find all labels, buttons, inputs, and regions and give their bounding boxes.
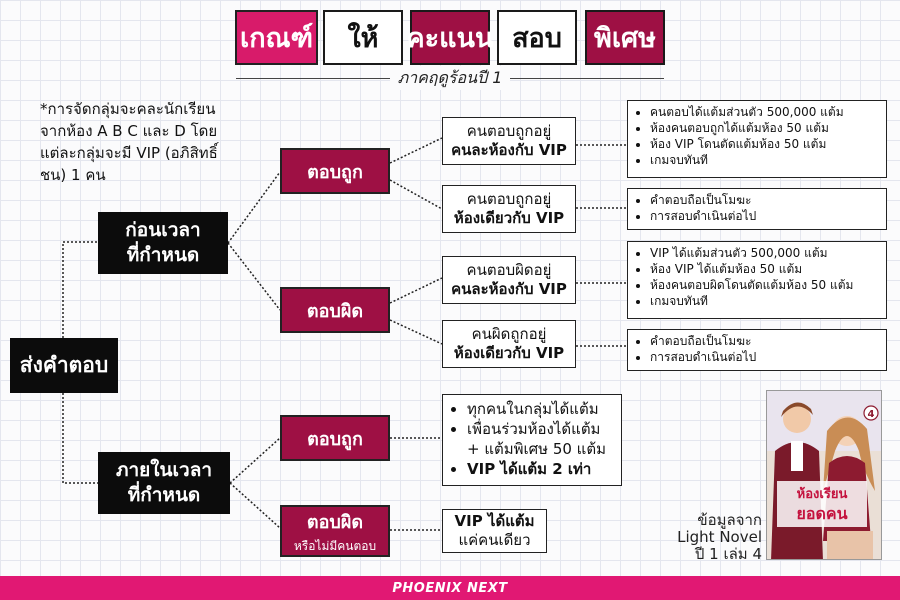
before-wrong-same-room-details: คำตอบถือเป็นโมฆะ การสอบดำเนินต่อไป: [627, 329, 887, 371]
cover-volume-badge: 4: [868, 409, 875, 420]
connector-root-within: [62, 393, 98, 484]
cover-title-line2: ยอดคน: [796, 504, 847, 523]
before-wrong-label: ตอบผิด: [306, 300, 364, 322]
case-line2: คนละห้องกับ VIP: [451, 141, 567, 159]
detail-item: การสอบดำเนินต่อไป: [650, 349, 880, 365]
title-word-3: คะแนน: [407, 10, 493, 65]
cover-title-line1: ห้องเรียน: [797, 486, 848, 502]
before-correct-node: ตอบถูก: [280, 148, 390, 194]
case-line1: คนตอบถูกอยู่: [466, 122, 552, 140]
connector-bw-case1: [389, 277, 443, 304]
before-correct-case-same-room: คนตอบถูกอยู่ ห้องเดียวกับ VIP: [442, 185, 576, 233]
within-wrong-node: ตอบผิด หรือไม่มีคนตอบ: [280, 505, 390, 557]
case-line2: คนละห้องกับ VIP: [451, 280, 567, 298]
connector-bc-case1: [389, 137, 443, 164]
connector-within-wrong: [229, 482, 281, 529]
within-correct-label: ตอบถูก: [307, 428, 363, 450]
case-line1: คนผิดถูกอยู่: [471, 325, 547, 343]
before-deadline-node: ก่อนเวลา ที่กำหนด: [98, 212, 228, 274]
before-correct-case-diff-room: คนตอบถูกอยู่ คนละห้องกับ VIP: [442, 117, 576, 165]
source-line1: ข้อมูลจาก: [697, 511, 762, 529]
before-correct-diff-room-details: คนตอบได้แต้มส่วนตัว 500,000 แต้ม ห้องคนต…: [627, 100, 887, 178]
detail-item: ห้อง VIP โดนตัดแต้มห้อง 50 แต้ม: [650, 136, 880, 152]
detail-item: การสอบดำเนินต่อไป: [650, 208, 880, 224]
within-deadline-line1: ภายในเวลา: [115, 459, 213, 481]
before-wrong-case-same-room: คนผิดถูกอยู่ ห้องเดียวกับ VIP: [442, 320, 576, 368]
within-wrong-sublabel: หรือไม่มีคนตอบ: [293, 538, 377, 553]
case-line1: คนตอบผิดอยู่: [466, 261, 552, 279]
subtitle: ภาคฤดูร้อนปี 1: [390, 66, 510, 90]
within-correct-node: ตอบถูก: [280, 415, 390, 461]
detail-item: เกมจบทันที: [650, 293, 880, 309]
detail-item: คำตอบถือเป็นโมฆะ: [650, 333, 880, 349]
connector-bc-case2: [389, 179, 443, 210]
submit-answer-label: ส่งคำตอบ: [19, 353, 109, 377]
result-line2: แค่คนเดียว: [458, 531, 531, 549]
within-wrong-label: ตอบผิด: [306, 511, 364, 533]
source-line3: ปี 1 เล่ม 4: [694, 545, 762, 563]
connector-before-correct: [227, 171, 281, 244]
before-correct-same-room-details: คำตอบถือเป็นโมฆะ การสอบดำเนินต่อไป: [627, 188, 887, 230]
case-line1: คนตอบถูกอยู่: [466, 190, 552, 208]
connector-within-correct: [229, 437, 281, 484]
case-line2: ห้องเดียวกับ VIP: [453, 209, 565, 227]
before-wrong-node: ตอบผิด: [280, 287, 390, 333]
before-correct-label: ตอบถูก: [307, 161, 363, 183]
submit-answer-node: ส่งคำตอบ: [10, 338, 118, 393]
case-line2: ห้องเดียวกับ VIP: [453, 344, 565, 362]
detail-item: เพื่อนร่วมห้องได้แต้ม + แต้มพิเศษ 50 แต้…: [467, 419, 615, 459]
cover-illustration: ห้องเรียน ยอดคน 4: [767, 391, 881, 559]
detail-item: ห้องคนตอบถูกได้แต้มห้อง 50 แต้ม: [650, 120, 880, 136]
within-deadline-line2: ที่กำหนด: [127, 484, 201, 506]
title-word-4: สอบ: [497, 10, 577, 65]
detail-item: ทุกคนในกลุ่มได้แต้ม: [467, 399, 615, 419]
title-word-5: พิเศษ: [585, 10, 665, 65]
within-correct-details: ทุกคนในกลุ่มได้แต้ม เพื่อนร่วมห้องได้แต้…: [442, 394, 622, 486]
detail-item: ห้องคนตอบผิดโดนตัดแต้มห้อง 50 แต้ม: [650, 277, 880, 293]
title-word-2: ให้: [323, 10, 403, 65]
within-deadline-node: ภายในเวลา ที่กำหนด: [98, 452, 230, 514]
within-wrong-result: VIP ได้แต้ม แค่คนเดียว: [442, 509, 547, 553]
light-novel-cover: ห้องเรียน ยอดคน 4: [766, 390, 882, 560]
before-wrong-diff-room-details: VIP ได้แต้มส่วนตัว 500,000 แต้ม ห้อง VIP…: [627, 241, 887, 319]
source-credit: ข้อมูลจาก Light Novel ปี 1 เล่ม 4: [650, 512, 762, 563]
result-line1: VIP ได้แต้ม: [454, 512, 535, 530]
connector-bw-case2: [389, 319, 443, 345]
title-word-1: เกณฑ์: [235, 10, 318, 65]
detail-item: VIP ได้แต้มส่วนตัว 500,000 แต้ม: [650, 245, 880, 261]
footer-label: PHOENIX NEXT: [392, 580, 508, 596]
detail-item: VIP ได้แต้ม 2 เท่า: [467, 459, 615, 479]
detail-item: คำตอบถือเป็นโมฆะ: [650, 192, 880, 208]
before-deadline-line2: ที่กำหนด: [126, 244, 200, 266]
source-line2: Light Novel: [677, 528, 762, 546]
detail-item: ห้อง VIP ได้แต้มห้อง 50 แต้ม: [650, 261, 880, 277]
grouping-note: *การจัดกลุ่มจะคละนักเรียนจากห้อง A B C แ…: [40, 100, 218, 184]
detail-item: คนตอบได้แต้มส่วนตัว 500,000 แต้ม: [650, 104, 880, 120]
before-wrong-case-diff-room: คนตอบผิดอยู่ คนละห้องกับ VIP: [442, 256, 576, 304]
connector-root-before: [62, 241, 98, 338]
detail-item: เกมจบทันที: [650, 152, 880, 168]
connector-before-wrong: [227, 242, 281, 311]
footer-brand: PHOENIX NEXT: [0, 576, 900, 600]
before-deadline-line1: ก่อนเวลา: [125, 219, 201, 241]
